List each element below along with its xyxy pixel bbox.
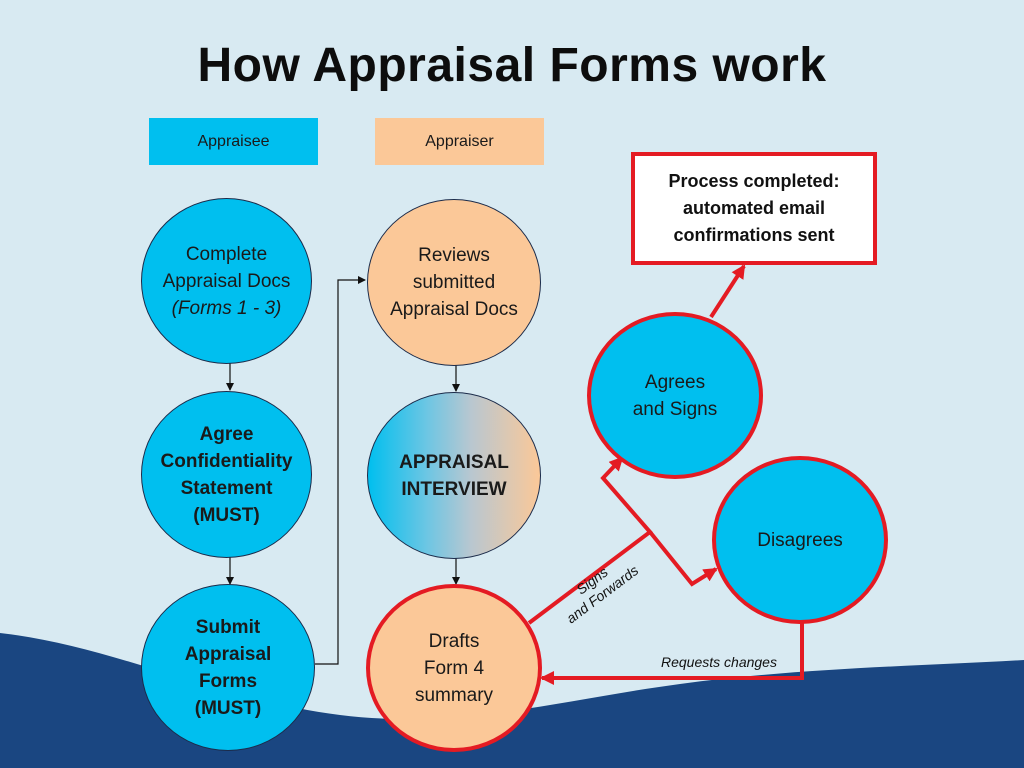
result-text: automated email [682,198,826,218]
node-text: Drafts [428,630,480,652]
node-text: Appraisal [184,643,272,665]
node-text: submitted [412,272,496,293]
result-text: confirmations sent [673,225,835,245]
node-text: Statement [180,477,273,499]
node-text: Forms [198,670,258,692]
node-appraisal-interview: APPRAISAL INTERVIEW [367,392,541,559]
node-text: and Signs [632,398,718,420]
result-text: Process completed: [668,171,840,191]
node-text: Appraisal Docs [162,270,291,292]
page-title: How Appraisal Forms work [197,39,827,92]
node-disagrees: Disagrees [712,456,888,624]
node-text: Agrees [644,371,706,393]
node-text: Disagrees [757,529,843,551]
node-agrees-and-signs: Agrees and Signs [587,312,763,479]
node-text: Agree [199,423,254,445]
lane-label-appraiser: Appraiser [375,118,544,165]
node-text: APPRAISAL [399,451,509,473]
node-reviews-submitted-docs: Reviews submitted Appraisal Docs [367,199,541,366]
node-text: (MUST) [194,697,262,719]
node-text: Appraisal Docs [390,299,518,320]
node-text: Complete [185,243,268,265]
node-text: Reviews [418,245,490,266]
node-text: Confidentiality [160,450,293,472]
node-agree-confidentiality: Agree Confidentiality Statement (MUST) [141,391,312,558]
node-text: Form 4 [423,657,485,679]
lane-label-appraisee: Appraisee [149,118,318,165]
node-text: summary [414,684,494,706]
process-completed-box: Process completed: automated email confi… [631,152,877,265]
node-text: Submit [195,616,261,638]
node-text: (MUST) [193,504,260,526]
node-text: INTERVIEW [401,478,507,500]
edge-label-requests-changes: Requests changes [661,654,777,670]
node-text: (Forms 1 - 3) [171,297,282,319]
node-drafts-form4-summary: Drafts Form 4 summary [366,584,542,752]
node-submit-appraisal-forms: Submit Appraisal Forms (MUST) [141,584,315,751]
node-complete-appraisal-docs: Complete Appraisal Docs (Forms 1 - 3) [141,198,312,364]
